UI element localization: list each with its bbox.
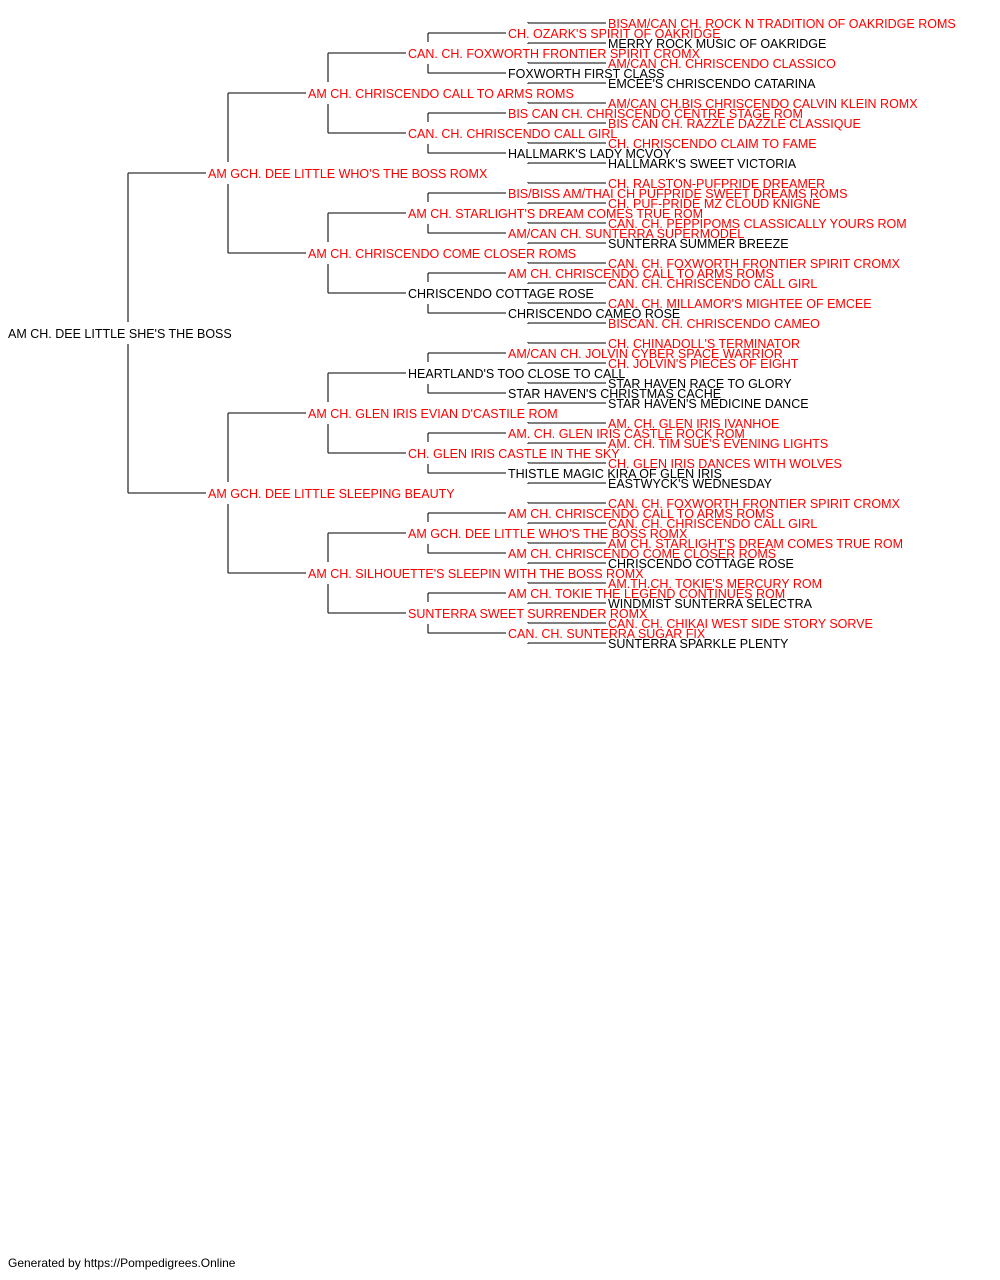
ancestor-name-ddddd[interactable]: SUNTERRA SPARKLE PLENTY [608,637,789,651]
ancestor-name-sddds[interactable]: CAN. CH. MILLAMOR'S MIGHTEE OF EMCEE [608,297,872,311]
ancestor-name-ds[interactable]: AM CH. GLEN IRIS EVIAN D'CASTILE ROM [308,407,558,421]
ancestor-name-sdsd[interactable]: AM/CAN CH. SUNTERRA SUPERMODEL [508,227,744,241]
ancestor-name-sssd[interactable]: FOXWORTH FIRST CLASS [508,67,665,81]
ancestor-name-sd[interactable]: AM CH. CHRISCENDO COME CLOSER ROMS [308,247,576,261]
ancestor-name-dssdd[interactable]: STAR HAVEN'S MEDICINE DANCE [608,397,809,411]
ancestor-name-ssdd[interactable]: HALLMARK'S LADY MCVOY [508,147,672,161]
ancestor-name-sddsd[interactable]: CAN. CH. CHRISCENDO CALL GIRL [608,277,817,291]
ancestor-name-sds[interactable]: AM CH. STARLIGHT'S DREAM COMES TRUE ROM [408,207,703,221]
ancestor-name-sdssd[interactable]: CH. PUF-PRIDE MZ CLOUD KNIGNE [608,197,821,211]
ancestor-name-ddsd[interactable]: AM CH. CHRISCENDO COME CLOSER ROMS [508,547,776,561]
ancestor-name-dss[interactable]: HEARTLAND'S TOO CLOSE TO CALL [408,367,625,381]
ancestor-name-dsdd[interactable]: THISTLE MAGIC KIRA OF GLEN IRIS [508,467,722,481]
ancestor-name-dsds[interactable]: AM. CH. GLEN IRIS CASTLE ROCK ROM [508,427,745,441]
ancestor-name-ssd[interactable]: CAN. CH. CHRISCENDO CALL GIRL [408,127,617,141]
ancestor-name-sddss[interactable]: CAN. CH. FOXWORTH FRONTIER SPIRIT CROMX [608,257,901,271]
ancestor-name-sdsds[interactable]: CAN. CH. PEPPIPOMS CLASSICALLY YOURS ROM [608,217,907,231]
dog-name[interactable]: AM CH. DEE LITTLE SHE'S THE BOSS [8,327,232,341]
ancestor-name-dssd[interactable]: STAR HAVEN'S CHRISTMAS CACHE [508,387,721,401]
ancestor-name-dsss[interactable]: AM/CAN CH. JOLVIN CYBER SPACE WARRIOR [508,347,783,361]
ancestor-name-ssddd[interactable]: HALLMARK'S SWEET VICTORIA [608,157,797,171]
ancestor-name-ddds[interactable]: AM CH. TOKIE THE LEGEND CONTINUES ROM [508,587,785,601]
ancestor-name-dddss[interactable]: AM.TH.CH. TOKIE'S MERCURY ROM [608,577,822,591]
ancestor-name-dds[interactable]: AM GCH. DEE LITTLE WHO'S THE BOSS ROMX [408,527,688,541]
ancestor-name-dsdss[interactable]: AM. CH. GLEN IRIS IVANHOE [608,417,779,431]
ancestor-name-d[interactable]: AM GCH. DEE LITTLE SLEEPING BEAUTY [208,487,455,501]
pedigree-tree: AM CH. DEE LITTLE SHE'S THE BOSS AM GCH. … [8,17,956,651]
ancestor-name-s[interactable]: AM GCH. DEE LITTLE WHO'S THE BOSS ROMX [208,167,488,181]
ancestor-name-sdds[interactable]: AM CH. CHRISCENDO CALL TO ARMS ROMS [508,267,774,281]
ancestor-name-dd[interactable]: AM CH. SILHOUETTE'S SLEEPIN WITH THE BOS… [308,567,644,581]
ancestor-name-dsddd[interactable]: EASTWYCK'S WEDNESDAY [608,477,773,491]
ancestor-name-sdsdd[interactable]: SUNTERRA SUMMER BREEZE [608,237,789,251]
ancestor-name-dddds[interactable]: CAN. CH. CHIKAI WEST SIDE STORY SORVE [608,617,873,631]
ancestor-name-ssssd[interactable]: MERRY ROCK MUSIC OF OAKRIDGE [608,37,826,51]
ancestor-name-sssds[interactable]: AM/CAN CH. CHRISCENDO CLASSICO [608,57,836,71]
ancestor-name-ssdds[interactable]: CH. CHRISCENDO CLAIM TO FAME [608,137,817,151]
ancestor-name-ssss[interactable]: CH. OZARK'S SPIRIT OF OAKRIDGE [508,27,721,41]
ancestor-name-dsd[interactable]: CH. GLEN IRIS CASTLE IN THE SKY [408,447,620,461]
ancestor-name-ddss[interactable]: AM CH. CHRISCENDO CALL TO ARMS ROMS [508,507,774,521]
ancestor-name-sssdd[interactable]: EMCEE'S CHRISCENDO CATARINA [608,77,816,91]
ancestor-name-sddd[interactable]: CHRISCENDO CAMEO ROSE [508,307,680,321]
ancestor-name-ssdss[interactable]: AM/CAN CH.BIS CHRISCENDO CALVIN KLEIN RO… [608,97,918,111]
ancestor-name-ddsdd[interactable]: CHRISCENDO COTTAGE ROSE [608,557,794,571]
ancestor-name-dddsd[interactable]: WINDMIST SUNTERRA SELECTRA [608,597,813,611]
ancestor-name-dsssd[interactable]: CH. JOLVIN'S PIECES OF EIGHT [608,357,799,371]
ancestor-name-sdss[interactable]: BIS/BISS AM/THAI CH PUFPRIDE SWEET DREAM… [508,187,847,201]
ancestor-name-dssss[interactable]: CH. CHINADOLL'S TERMINATOR [608,337,800,351]
ancestor-name-ss[interactable]: AM CH. CHRISCENDO CALL TO ARMS ROMS [308,87,574,101]
ancestor-name-ssds[interactable]: BIS CAN CH. CHRISCENDO CENTRE STAGE ROM [508,107,803,121]
ancestor-name-ddsds[interactable]: AM CH. STARLIGHT'S DREAM COMES TRUE ROM [608,537,903,551]
ancestor-name-sdsss[interactable]: CH. RALSTON-PUFPRIDE DREAMER [608,177,825,191]
ancestor-name-dssds[interactable]: STAR HAVEN RACE TO GLORY [608,377,792,391]
ancestor-name-ddsss[interactable]: CAN. CH. FOXWORTH FRONTIER SPIRIT CROMX [608,497,901,511]
ancestor-name-sdddd[interactable]: BISCAN. CH. CHRISCENDO CAMEO [608,317,820,331]
ancestor-name-dsdsd[interactable]: AM. CH. TIM SUE'S EVENING LIGHTS [608,437,828,451]
ancestor-name-sdd[interactable]: CHRISCENDO COTTAGE ROSE [408,287,594,301]
ancestor-name-sss[interactable]: CAN. CH. FOXWORTH FRONTIER SPIRIT CROMX [408,47,701,61]
ancestor-name-sssss[interactable]: BISAM/CAN CH. ROCK N TRADITION OF OAKRID… [608,17,956,31]
ancestor-name-dsdds[interactable]: CH. GLEN IRIS DANCES WITH WOLVES [608,457,842,471]
ancestor-name-ddd[interactable]: SUNTERRA SWEET SURRENDER ROMX [408,607,648,621]
generated-by-footer: Generated by https://Pompedigrees.Online [8,1256,236,1270]
ancestor-name-dddd[interactable]: CAN. CH. SUNTERRA SUGAR FIX [508,627,706,641]
ancestor-name-ssdsd[interactable]: BIS CAN CH. RAZZLE DAZZLE CLASSIQUE [608,117,861,131]
ancestor-name-ddssd[interactable]: CAN. CH. CHRISCENDO CALL GIRL [608,517,817,531]
